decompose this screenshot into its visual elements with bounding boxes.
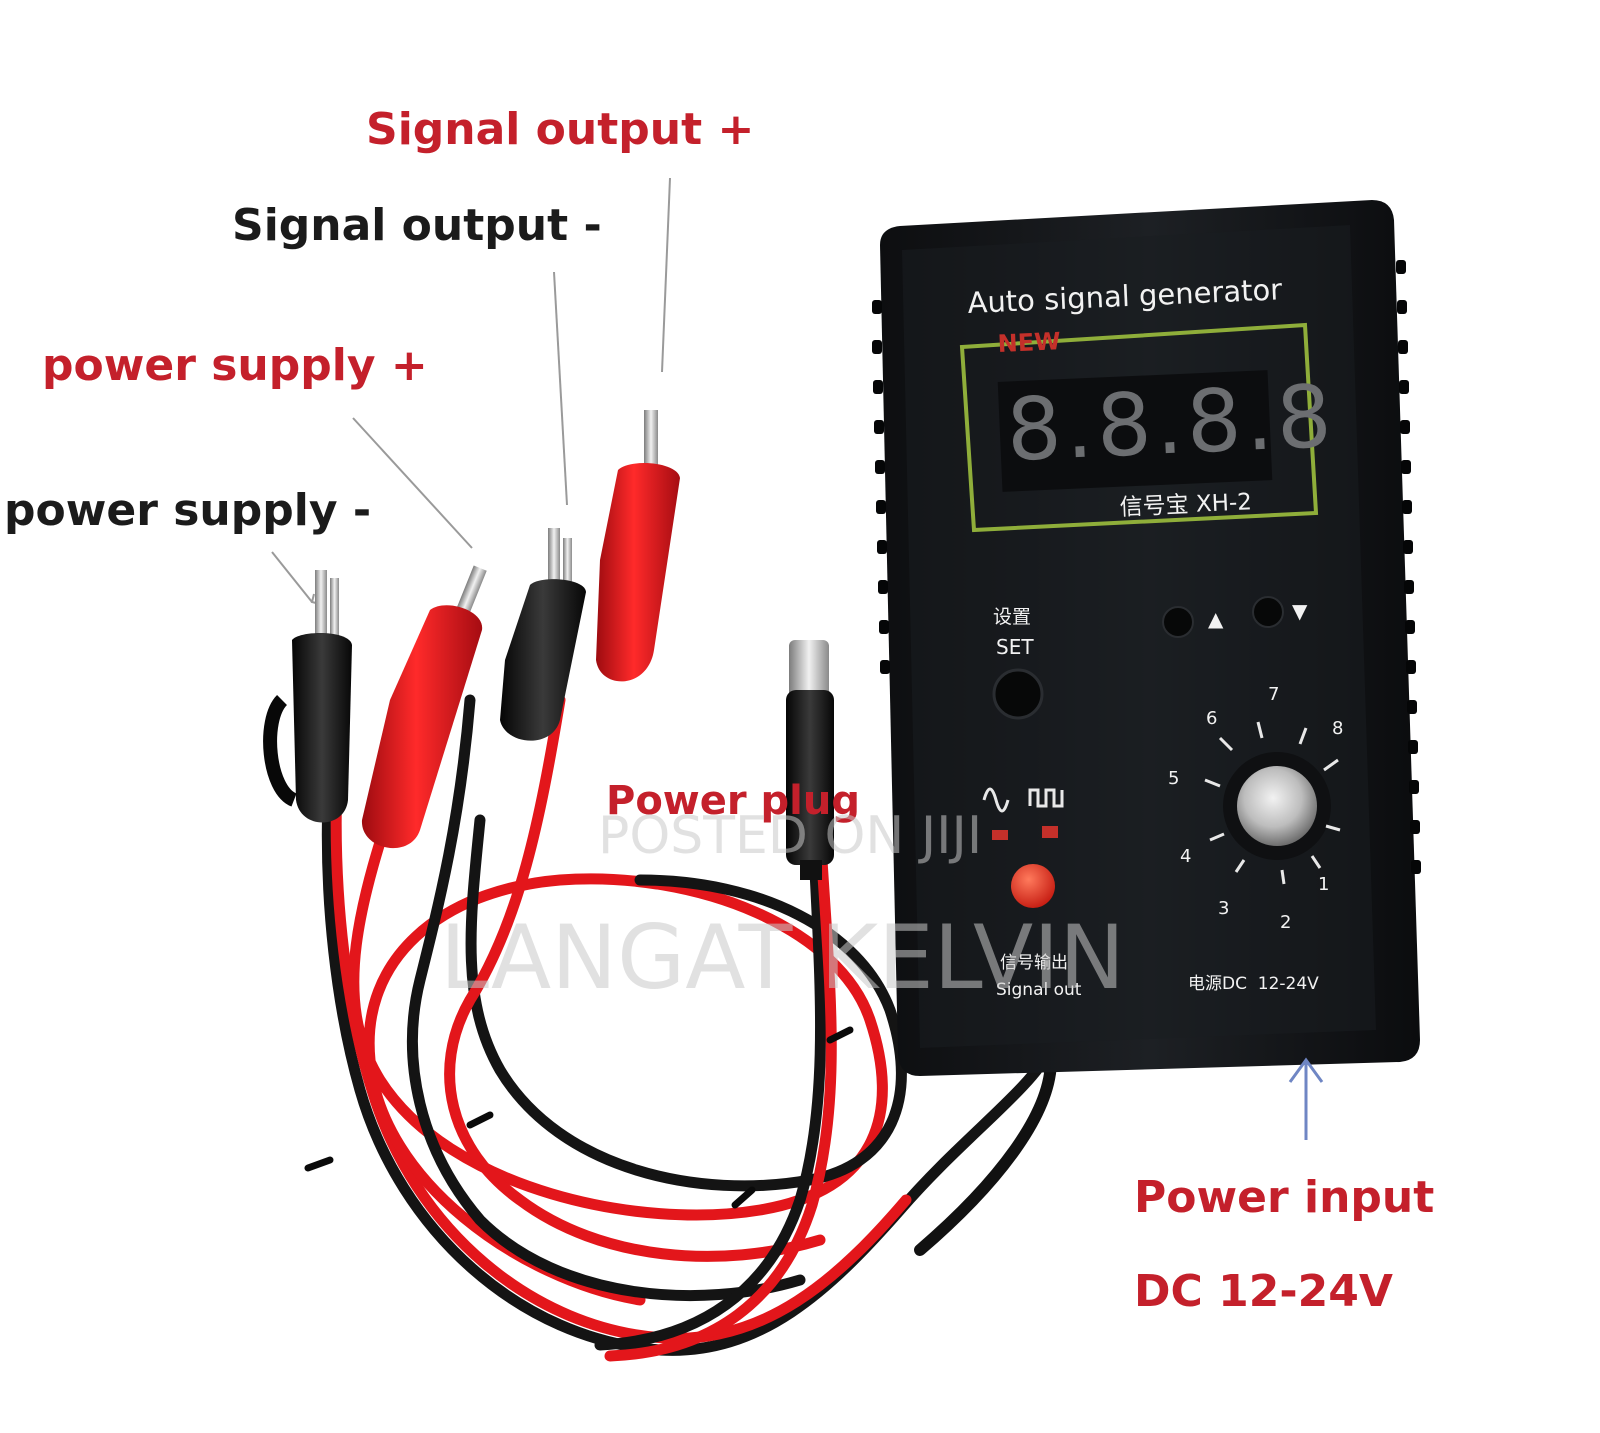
dial-number: 2: [1280, 912, 1291, 933]
clip-signal-minus: [500, 528, 586, 741]
dial-number: 5: [1168, 768, 1179, 789]
label-power-supply-plus: power supply +: [42, 340, 428, 391]
dial-number: 1: [1318, 874, 1329, 895]
power-spec-label: 电源DC 12-24V: [1188, 974, 1319, 994]
signal-out-label-cn: 信号输出: [1000, 953, 1068, 973]
power-plug: [786, 640, 834, 880]
label-signal-output-plus: Signal output +: [366, 104, 755, 155]
power-input-arrow: [1288, 1057, 1324, 1140]
label-power-plug: Power plug: [606, 778, 860, 824]
dial-number: 3: [1218, 898, 1229, 919]
model-label: 信号宝 XH-2: [1119, 489, 1252, 521]
pointer-lines: [271, 177, 671, 605]
set-label: SET: [996, 635, 1034, 659]
clip-power-minus: [263, 570, 352, 823]
signal-out-label: Signal out: [996, 980, 1082, 1000]
cable-bundle: [304, 694, 1057, 1362]
label-power-input-voltage: DC 12-24V: [1134, 1266, 1393, 1317]
label-signal-output-minus: Signal output -: [232, 200, 602, 251]
label-power-input: Power input: [1134, 1172, 1435, 1223]
label-power-supply-minus: power supply -: [4, 485, 372, 536]
new-badge: NEW: [997, 327, 1061, 358]
device-labels: Auto signal generator NEW 8.8.8.8 信号宝 XH…: [967, 272, 1344, 1000]
dial-number: 6: [1206, 708, 1217, 729]
clip-power-plus: [361, 565, 487, 849]
down-arrow-icon: ▼: [1292, 599, 1308, 623]
up-arrow-icon: ▲: [1208, 607, 1224, 631]
dial-number: 4: [1180, 846, 1191, 867]
signal-generator-device: [872, 200, 1421, 1076]
clip-signal-plus: [596, 410, 680, 682]
dial-number: 7: [1268, 684, 1279, 705]
display-readout: 8.8.8.8: [1005, 367, 1338, 481]
set-label-cn: 设置: [993, 606, 1031, 628]
dial-number: 8: [1332, 718, 1343, 739]
